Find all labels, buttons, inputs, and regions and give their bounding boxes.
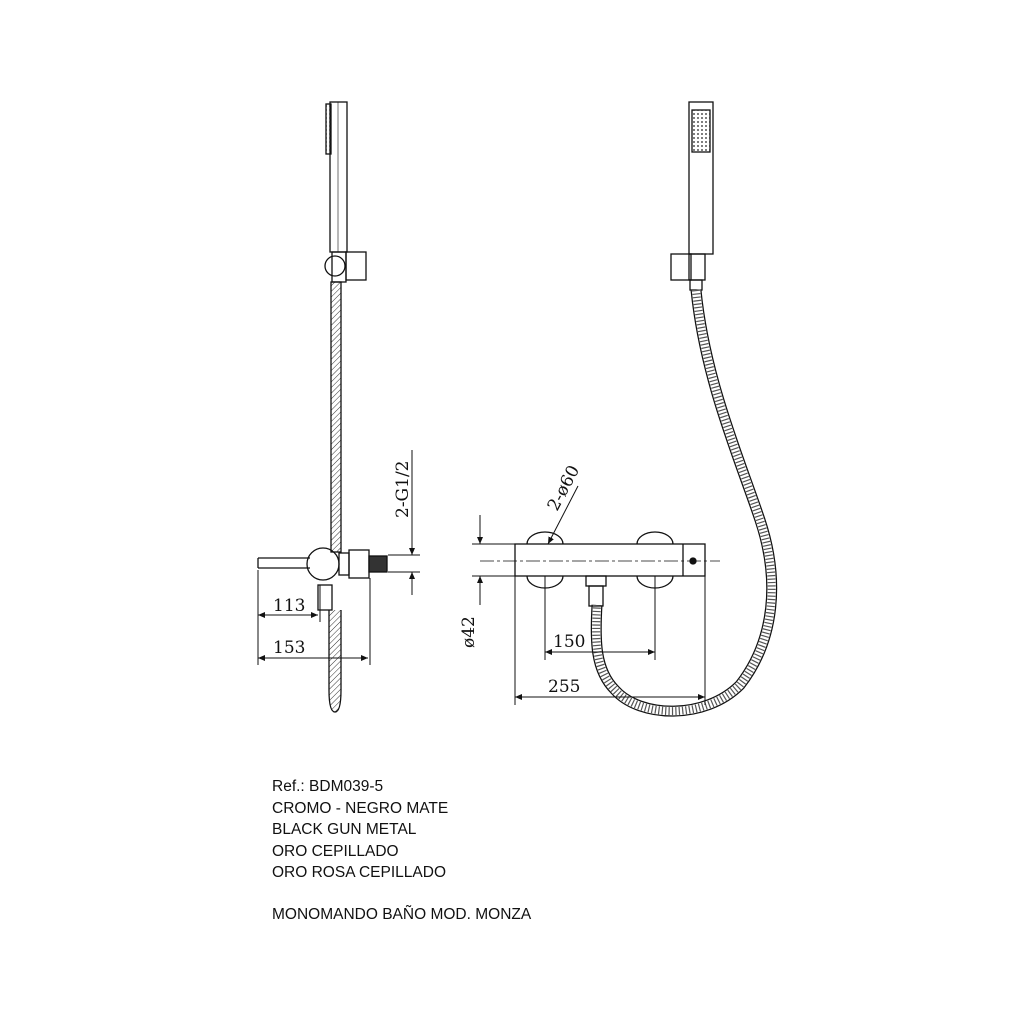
front-mixer-body xyxy=(480,531,720,607)
side-dimensions xyxy=(257,450,420,665)
finish-line: CROMO - NEGRO MATE xyxy=(272,799,449,817)
reference-code: Ref.: BDM039-5 xyxy=(272,778,384,795)
body-diameter-label: ø42 xyxy=(459,616,479,648)
finish-line: BLACK GUN METAL xyxy=(272,821,417,838)
front-view xyxy=(472,101,778,717)
front-hand-shower xyxy=(688,101,714,255)
depth-total-label: 153 xyxy=(273,638,305,658)
model-name: MONOMANDO BAÑO MOD. MONZA xyxy=(272,905,532,923)
side-view xyxy=(257,101,420,713)
centers-label: 150 xyxy=(553,632,585,652)
finish-line: ORO CEPILLADO xyxy=(272,842,399,860)
product-notes: Ref.: BDM039-5 CROMO - NEGRO MATE BLACK … xyxy=(272,776,531,925)
thread-dimension-label: 2-G1/2 xyxy=(393,461,413,519)
depth-handle-label: 113 xyxy=(273,596,305,616)
side-hose xyxy=(328,281,342,713)
front-hose xyxy=(590,289,778,717)
length-label: 255 xyxy=(548,677,580,697)
spacer xyxy=(272,884,531,904)
side-wall-holder xyxy=(324,251,367,283)
front-wall-holder xyxy=(670,253,706,291)
front-dimensions xyxy=(472,485,706,705)
side-mixer-body xyxy=(257,547,388,611)
side-hand-shower xyxy=(325,101,348,253)
finish-line: ORO ROSA CEPILLADO xyxy=(272,864,446,881)
connection-diameter-label: 2-ø60 xyxy=(544,462,584,514)
